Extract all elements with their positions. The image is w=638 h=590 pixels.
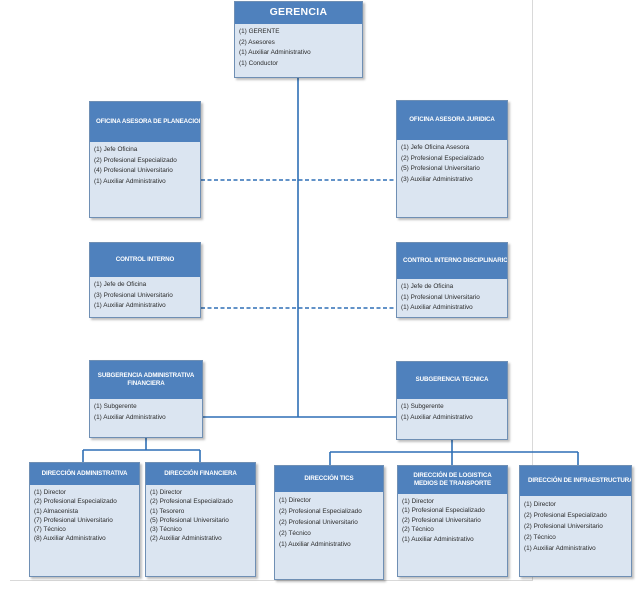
staff-line: (1) Auxiliar Administrativo	[239, 49, 311, 57]
gerencia-box: GERENCIA (1) GERENTE (2) Asesores (1) Au…	[234, 1, 363, 78]
staff-line: (1) Tesorero	[150, 507, 185, 515]
dir-infraestructura-box: DIRECCIÓN DE INFRAESTRUCTURA (1) Directo…	[519, 465, 632, 577]
subgerencia-admin-items: (1) Subgerente (1) Auxiliar Administrati…	[90, 399, 202, 426]
staff-line: (2) Profesional Especializado	[150, 498, 233, 506]
staff-line: (7) Profesional Universitario	[34, 516, 113, 524]
staff-line: (5) Profesional Universitario	[401, 165, 480, 173]
staff-line: (7) Técnico	[34, 526, 66, 534]
planeacion-box: OFICINA ASESORA DE PLANEACION (1) Jefe O…	[89, 101, 201, 218]
staff-line: (1) Auxiliar Administrativo	[401, 413, 473, 421]
staff-line: (1) Jefe de Oficina	[401, 283, 454, 290]
dir-logistica-items: (1) Director (1) Profesional Especializa…	[398, 494, 507, 547]
staff-line: (1) Auxiliar Administrativo	[401, 304, 473, 312]
staff-line: (1) Subgerente	[401, 403, 444, 410]
control-disciplinario-box: CONTROL INTERNO DISCIPLINARIO (1) Jefe d…	[396, 242, 508, 318]
staff-line: (3) Auxiliar Administrativo	[401, 175, 473, 183]
staff-line: (2) Profesional Universitario	[524, 523, 603, 530]
subgerencia-tecnica-items: (1) Subgerente (1) Auxiliar Administrati…	[397, 399, 507, 426]
dir-financiera-items: (1) Director (2) Profesional Especializa…	[146, 485, 255, 547]
staff-line: (1) Auxiliar Administrativo	[94, 302, 166, 310]
staff-line: (1) Conductor	[239, 59, 279, 67]
staff-line: (1) Director	[34, 489, 66, 496]
staff-line: (1) Auxiliar Administrativo	[524, 545, 596, 552]
staff-line: (2) Técnico	[524, 534, 556, 541]
staff-line: (2) Profesional Especializado	[34, 498, 117, 506]
staff-line: (1) Profesional Especializado	[402, 507, 485, 515]
juridica-title: OFICINA ASESORA JURIDICA	[397, 101, 507, 140]
planeacion-title: OFICINA ASESORA DE PLANEACION	[90, 102, 200, 142]
gerencia-title: GERENCIA	[235, 2, 362, 24]
staff-line: (2) Profesional Especializado	[401, 154, 484, 162]
staff-line: (2) Profesional Universitario	[402, 516, 481, 524]
staff-line: (2) Profesional Especializado	[94, 156, 177, 164]
dir-administrativa-title: DIRECCIÓN ADMINISTRATIVA	[30, 463, 139, 485]
dir-infraestructura-items: (1) Director (2) Profesional Especializa…	[520, 496, 631, 557]
juridica-items: (1) Jefe Oficina Asesora (2) Profesional…	[397, 140, 507, 188]
dir-tics-title: DIRECCIÓN TICS	[275, 466, 383, 492]
subgerencia-admin-title: SUBGERENCIA ADMINISTRATIVA FINANCIERA	[90, 361, 202, 399]
staff-line: (3) Profesional Universitario	[94, 291, 173, 299]
staff-line: (1) Jefe de Oficina	[94, 281, 147, 288]
dir-financiera-title: DIRECCIÓN FINANCIERA	[146, 463, 255, 485]
staff-line: (5) Profesional Universitario	[150, 516, 229, 524]
dir-administrativa-box: DIRECCIÓN ADMINISTRATIVA (1) Director (2…	[29, 462, 140, 577]
dir-administrativa-items: (1) Director (2) Profesional Especializa…	[30, 485, 139, 547]
control-interno-box: CONTROL INTERNO (1) Jefe de Oficina (3) …	[89, 242, 201, 318]
control-disciplinario-title: CONTROL INTERNO DISCIPLINARIO	[397, 243, 507, 279]
staff-line: (1) Almacenista	[34, 507, 79, 515]
staff-line: (4) Profesional Universitario	[94, 167, 173, 175]
staff-line: (8) Auxiliar Administrativo	[34, 535, 106, 543]
staff-line: (2) Técnico	[402, 526, 434, 534]
staff-line: (1) Profesional Universitario	[401, 293, 480, 301]
chart-frame	[10, 0, 533, 581]
staff-line: (3) Técnico	[150, 526, 182, 534]
staff-line: (1) GERENTE	[239, 28, 280, 35]
staff-line: (1) Director	[279, 497, 311, 504]
staff-line: (1) Auxiliar Administrativo	[279, 541, 351, 548]
staff-line: (1) Subgerente	[94, 403, 137, 410]
dir-tics-items: (1) Director (2) Profesional Especializa…	[275, 492, 383, 553]
staff-line: (1) Director	[402, 498, 434, 505]
dir-logistica-title: DIRECCIÓN DE LOGISTICA MEDIOS DE TRANSPO…	[398, 466, 507, 494]
dir-tics-box: DIRECCIÓN TICS (1) Director (2) Profesio…	[274, 465, 384, 580]
staff-line: (1) Auxiliar Administrativo	[94, 413, 166, 421]
dir-logistica-box: DIRECCIÓN DE LOGISTICA MEDIOS DE TRANSPO…	[397, 465, 508, 577]
staff-line: (1) Jefe Oficina Asesora	[401, 144, 470, 151]
staff-line: (1) Auxiliar Administrativo	[94, 177, 166, 185]
juridica-box: OFICINA ASESORA JURIDICA (1) Jefe Oficin…	[396, 100, 508, 218]
staff-line: (1) Jefe Oficina	[94, 146, 138, 153]
subgerencia-admin-box: SUBGERENCIA ADMINISTRATIVA FINANCIERA (1…	[89, 360, 203, 438]
gerencia-items: (1) GERENTE (2) Asesores (1) Auxiliar Ad…	[235, 24, 362, 72]
staff-line: (2) Profesional Especializado	[279, 508, 362, 515]
dir-infraestructura-title: DIRECCIÓN DE INFRAESTRUCTURA	[520, 466, 631, 496]
staff-line: (1) Director	[150, 489, 182, 496]
staff-line: (2) Asesores	[239, 38, 275, 46]
control-interno-title: CONTROL INTERNO	[90, 243, 200, 277]
planeacion-items: (1) Jefe Oficina (2) Profesional Especia…	[90, 142, 200, 190]
staff-line: (1) Auxiliar Administrativo	[402, 535, 474, 543]
control-disciplinario-items: (1) Jefe de Oficina (1) Profesional Univ…	[397, 279, 507, 317]
subgerencia-tecnica-title: SUBGERENCIA TECNICA	[397, 362, 507, 399]
staff-line: (2) Auxiliar Administrativo	[150, 535, 222, 543]
subgerencia-tecnica-box: SUBGERENCIA TECNICA (1) Subgerente (1) A…	[396, 361, 508, 440]
control-interno-items: (1) Jefe de Oficina (3) Profesional Univ…	[90, 277, 200, 315]
staff-line: (2) Profesional Universitario	[279, 519, 358, 526]
dir-financiera-box: DIRECCIÓN FINANCIERA (1) Director (2) Pr…	[145, 462, 256, 577]
staff-line: (1) Director	[524, 501, 556, 508]
staff-line: (2) Técnico	[279, 530, 311, 537]
staff-line: (2) Profesional Especializado	[524, 512, 607, 519]
